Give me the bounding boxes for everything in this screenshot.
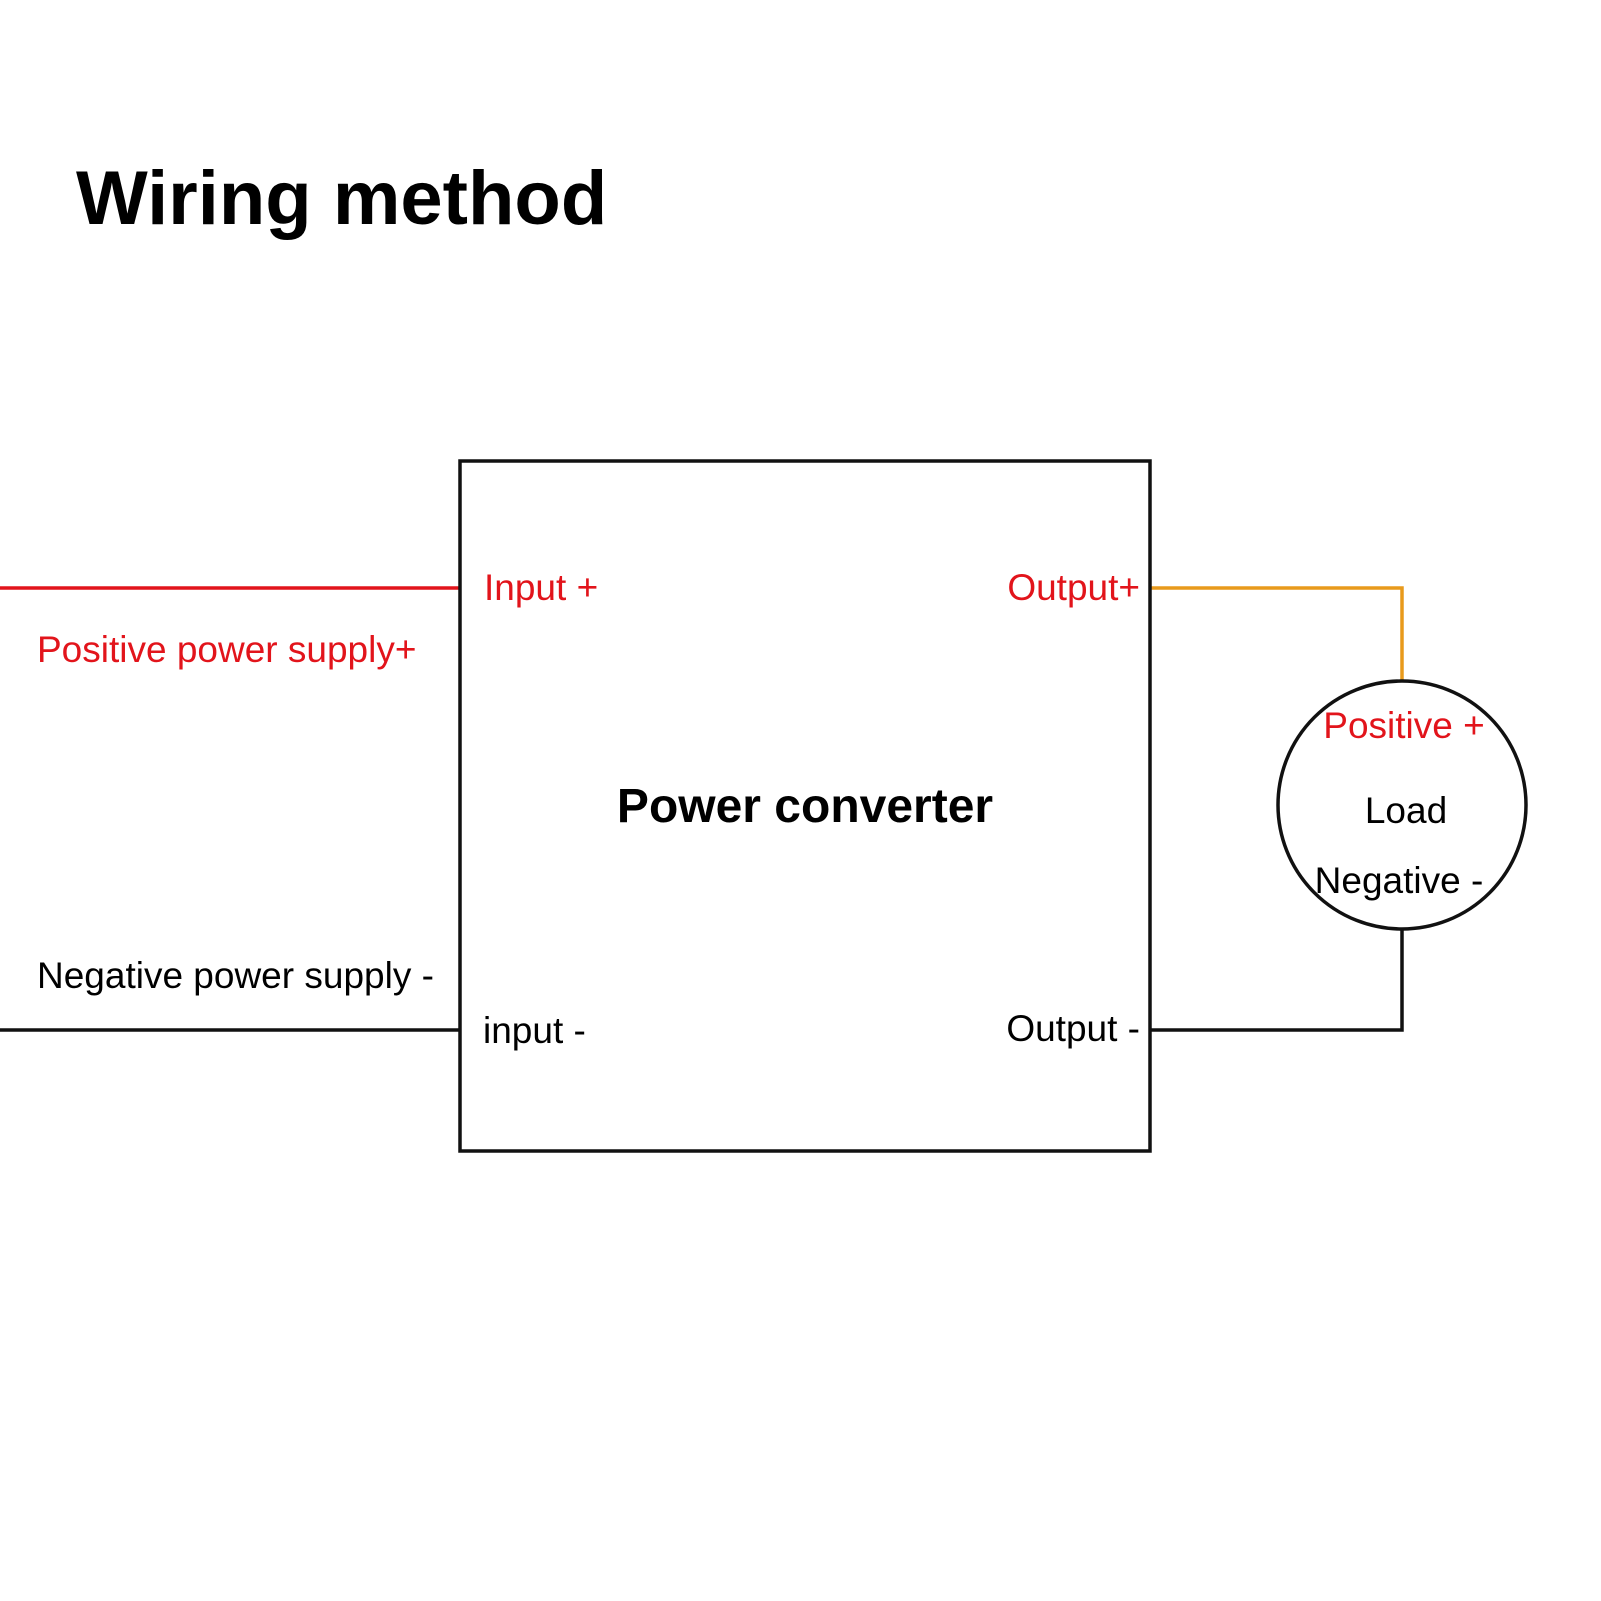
output-negative-label: Output - [1006, 1008, 1140, 1049]
output-positive-label: Output+ [1007, 567, 1140, 608]
output-positive-wire [1150, 586, 1404, 682]
load-label: Load [1365, 790, 1447, 831]
input-negative-label: input - [483, 1010, 586, 1051]
positive-supply-label: Positive power supply+ [37, 629, 416, 670]
load-negative-label: Negative - [1315, 860, 1484, 901]
load-positive-label: Positive + [1323, 705, 1484, 746]
power-converter-box [458, 459, 1152, 1153]
output-negative-wire [1150, 928, 1404, 1032]
load-circle [1276, 679, 1528, 931]
diagram-title: Wiring method [76, 156, 607, 241]
power-converter-label: Power converter [617, 780, 993, 833]
negative-supply-label: Negative power supply - [37, 955, 434, 996]
input-positive-label: Input + [484, 567, 598, 608]
